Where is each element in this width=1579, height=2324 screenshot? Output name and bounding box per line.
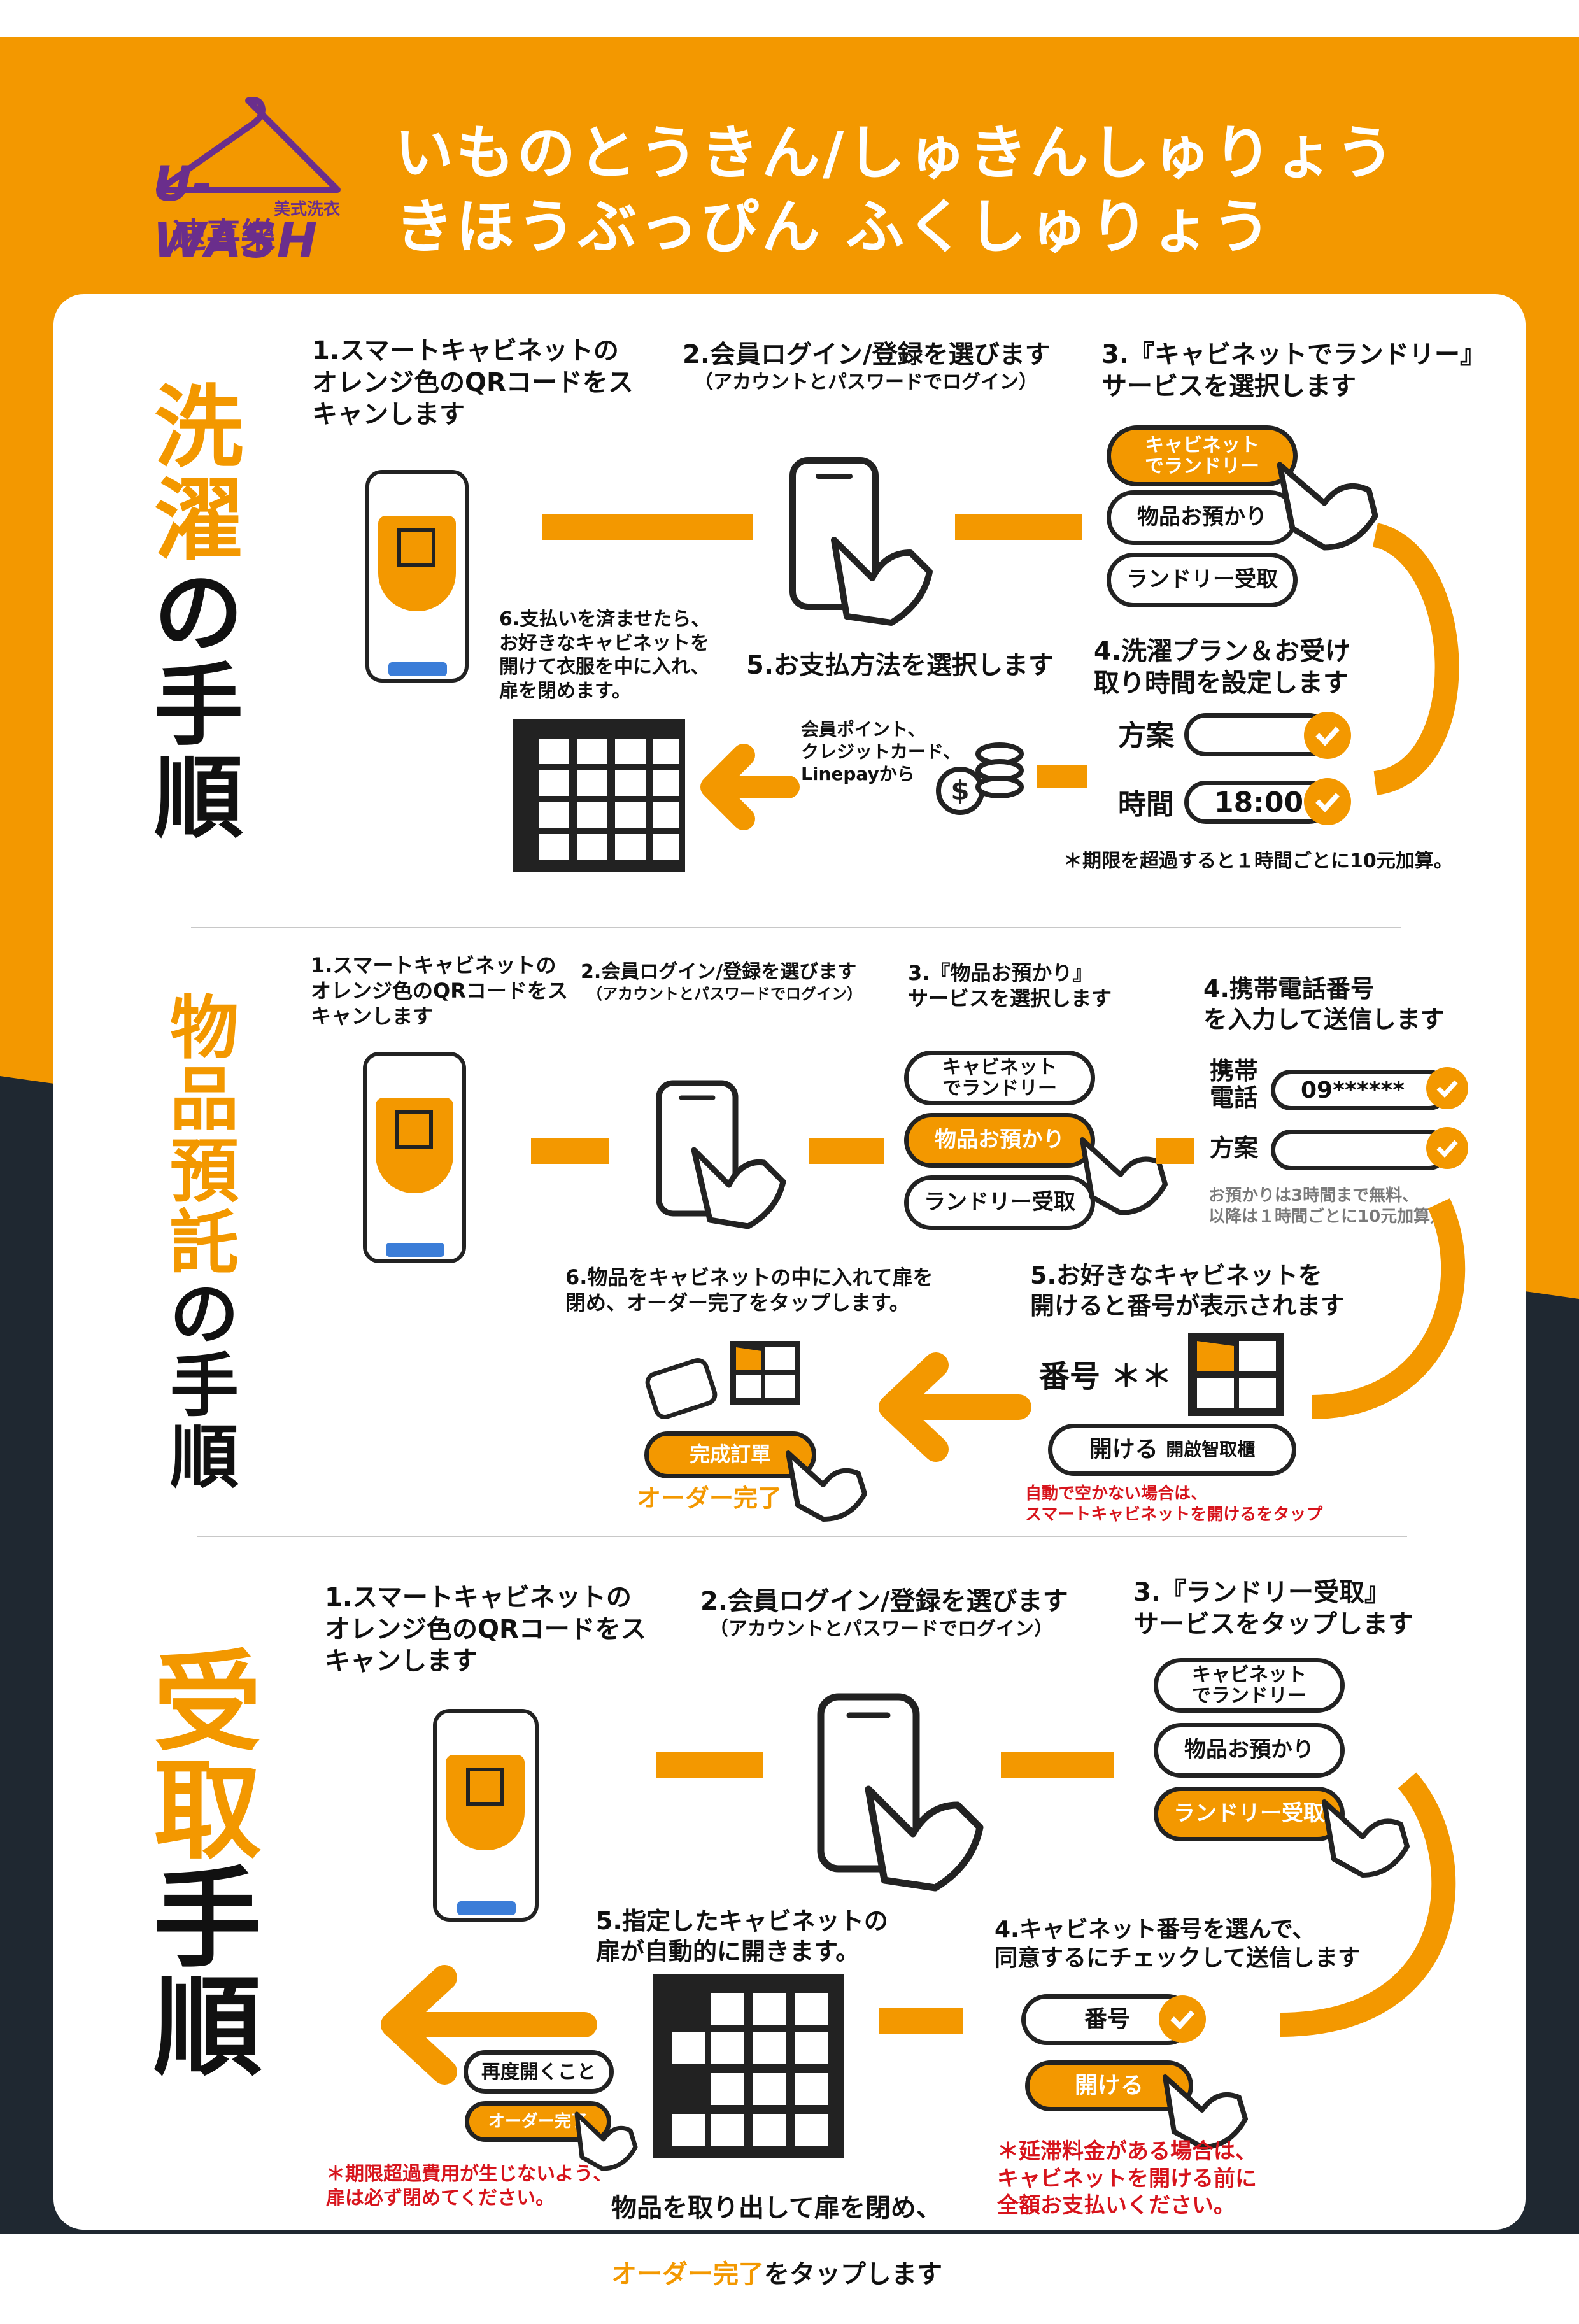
flow-connector: [1037, 765, 1087, 788]
pickup-step4: 4.キャビネット番号を選んで、 同意するにチェックして送信します: [995, 1917, 1361, 1971]
laundry-step4: 4.洗濯プラン＆お受け 取り時間を設定します: [1094, 637, 1351, 698]
pickup-final-instruction: 物品を取り出して扉を閉め、 オーダー完了をタップします: [611, 2193, 942, 2289]
phone-qr-icon: [363, 1052, 466, 1263]
section-divider: [197, 1536, 1407, 1537]
payment-methods: 会員ポイント、 クレジットカード、 Linepayから: [801, 719, 961, 784]
svg-text:$: $: [951, 775, 969, 806]
menu-cabinet-laundry[interactable]: キャビネット でランドリー: [904, 1051, 1095, 1105]
cabinet-number: 番号 ＊＊: [1039, 1359, 1172, 1394]
tapping-hand-icon: [574, 2111, 638, 2171]
phone-field[interactable]: 09******: [1271, 1070, 1449, 1110]
plan-label: 方案: [1118, 719, 1174, 752]
arrow-left-icon: [879, 1352, 1031, 1462]
check-icon: [1304, 778, 1351, 825]
tapping-hand-icon: [1322, 1799, 1410, 1878]
phone-qr-icon: [365, 470, 469, 683]
storage-step4: 4.携帯電話番号 を入力して送信します: [1203, 975, 1445, 1033]
flow-curve: [1311, 1198, 1466, 1419]
pickup-heading: 受 取 手 順: [153, 1640, 262, 2091]
tapping-hand-icon: [1277, 462, 1378, 551]
laundry-step1: 1.スマートキャビネットの オレンジ色のQRコードをス キャンします: [312, 336, 634, 429]
storage-step5: 5.お好きなキャビネットを 開けると番号が表示されます: [1030, 1261, 1345, 1320]
storage-step3: 3.『物品お預かり』 サービスを選択します: [908, 961, 1112, 1010]
check-icon: [1426, 1127, 1468, 1169]
pickup-step2-note: （アカウントとパスワードでログイン）: [709, 1618, 1053, 1640]
menu-item-storage[interactable]: 物品お預かり: [1154, 1723, 1345, 1778]
storage-step2-note: （アカウントとパスワードでログイン）: [587, 985, 862, 1003]
tap-phone-icon: [817, 1693, 984, 1892]
open-cabinet-icon: [1188, 1333, 1284, 1416]
coins-icon: $: [936, 742, 1024, 815]
phone-qr-icon: [433, 1709, 539, 1922]
storage-step6: 6.物品をキャビネットの中に入れて扉を 閉め、オーダー完了をタップします。: [565, 1265, 933, 1315]
storage-fee-note: お預かりは3時間まで無料、 以降は１時間ごとに10元加算）: [1208, 1186, 1447, 1226]
menu-cabinet-laundry[interactable]: キャビネット でランドリー: [1154, 1658, 1345, 1713]
menu-cabinet-laundry[interactable]: キャビネット でランドリー: [1107, 425, 1298, 486]
pickup-step1: 1.スマートキャビネットの オレンジ色のQRコードをス キャンします: [325, 1583, 646, 1676]
check-icon: [1159, 1995, 1206, 2043]
flow-connector: [955, 514, 1082, 540]
page-title-line2: きほうぶっぴん ふくしゅりょう: [395, 193, 1274, 261]
tap-phone-icon: [790, 457, 933, 626]
menu-item-pickup[interactable]: ランドリー受取: [904, 1175, 1095, 1230]
storage-step1: 1.スマートキャビネットの オレンジ色のQRコードをス キャンします: [311, 953, 568, 1028]
brand-logo: U-WASH 速喜樂 美式洗衣: [153, 94, 344, 269]
laundry-step3: 3.『キャビネットでランドリー』 サービスを選択します: [1101, 340, 1486, 401]
tapping-hand-icon: [1080, 1137, 1168, 1215]
storage-plan-field[interactable]: [1271, 1130, 1449, 1170]
laundry-heading: 洗 濯 の 手 順: [153, 376, 243, 851]
close-door-note: ＊期限超過費用が生じないよう、 扉は必ず閉めてください。: [326, 2163, 612, 2209]
storage-step2: 2.会員ログイン/登録を選びます: [581, 961, 857, 983]
laundry-step2: 2.会員ログイン/登録を選びます: [683, 340, 1051, 369]
flow-connector: [531, 1138, 609, 1164]
tapping-hand-icon: [786, 1450, 867, 1522]
flow-connector: [1156, 1138, 1194, 1164]
section-divider: [191, 927, 1401, 928]
auto-open-note: 自動で空かない場合は、 スマートキャビネットを開けるをタップ: [1025, 1484, 1323, 1524]
phone-label: 携帯 電話: [1210, 1057, 1259, 1112]
menu-item-pickup[interactable]: ランドリー受取: [1154, 1787, 1345, 1841]
pickup-step2: 2.会員ログイン/登録を選びます: [700, 1587, 1068, 1616]
page-title-line1: いものとうきん/しゅきんしゅりょう: [395, 119, 1397, 187]
flow-curve: [1371, 523, 1459, 795]
complete-caption: オーダー完了: [637, 1484, 782, 1512]
check-icon: [1304, 712, 1351, 759]
arrow-left-icon: [700, 744, 800, 830]
content-panel: [53, 294, 1526, 2230]
logo-chinese: 速喜樂: [172, 216, 275, 256]
open-cabinet-button[interactable]: 開ける 開啟智取櫃: [1048, 1424, 1296, 1476]
cabinet-grid-icon: [653, 1974, 844, 2158]
laundry-step5: 5.お支払方法を選択します: [746, 651, 1054, 680]
reopen-button[interactable]: 再度開くこと: [464, 2050, 614, 2094]
pickup-step3: 3.『ランドリー受取』 サービスをタップします: [1133, 1578, 1413, 1639]
flow-connector: [542, 514, 753, 540]
flow-curve: [1279, 1772, 1456, 2037]
open-button[interactable]: 開ける: [1025, 2060, 1193, 2111]
laundry-step6: 6.支払いを済ませたら、 お好きなキャビネットを 開けて衣服を中に入れ、 扉を閉…: [499, 608, 711, 702]
flow-connector: [1001, 1752, 1114, 1778]
logo-brand: U-WASH: [153, 155, 318, 269]
menu-item-storage[interactable]: 物品お預かり: [1107, 490, 1298, 545]
plan-field[interactable]: [1184, 713, 1331, 756]
laundry-step2-note: （アカウントとパスワードでログイン）: [694, 371, 1038, 393]
flow-connector: [656, 1752, 763, 1778]
tapping-hand-icon: [1163, 2074, 1248, 2150]
menu-item-pickup[interactable]: ランドリー受取: [1107, 553, 1298, 607]
arrow-left-icon: [381, 1965, 597, 2085]
hanger-icon: [156, 97, 341, 193]
storage-heading: 物 品 預 託 の 手 順: [169, 989, 239, 1498]
flow-connector: [879, 2008, 963, 2034]
pickup-step5: 5.指定したキャビネットの 扉が自動的に開きます。: [596, 1907, 888, 1966]
storage-plan-label: 方案: [1210, 1134, 1259, 1162]
menu-item-storage[interactable]: 物品お預かり: [904, 1113, 1095, 1168]
luggage-to-cabinet-icon: [645, 1341, 800, 1419]
logo-subtitle: 美式洗衣: [274, 200, 341, 219]
cabinet-grid-icon: [513, 719, 685, 872]
laundry-late-note: ＊期限を超過すると１時間ごとに10元加算。: [1063, 850, 1453, 872]
late-fee-note: ＊延滞料金がある場合は、 キャビネットを開ける前に 全額お支払いください。: [997, 2139, 1257, 2218]
tap-phone-icon: [656, 1080, 786, 1229]
time-label: 時間: [1118, 788, 1174, 821]
check-icon: [1426, 1067, 1468, 1109]
flow-connector: [809, 1138, 884, 1164]
